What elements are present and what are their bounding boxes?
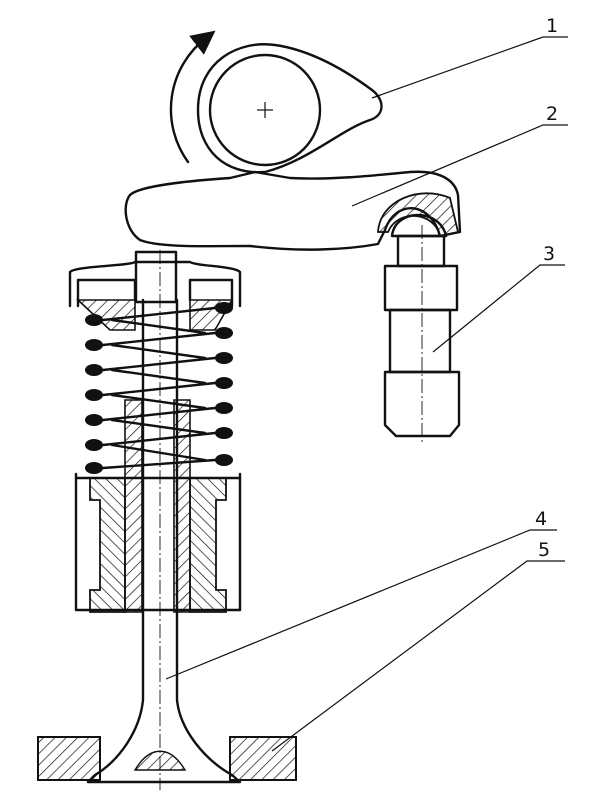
hydraulic-lifter-icon bbox=[383, 213, 461, 442]
callout-4: 4 bbox=[535, 508, 547, 530]
valve-icon bbox=[86, 250, 242, 790]
rotation-arrow-icon bbox=[169, 30, 216, 164]
callout-3: 3 bbox=[543, 243, 555, 265]
rocker-arm-icon bbox=[124, 170, 462, 251]
valve-spring-icon bbox=[85, 302, 233, 474]
leader-lines bbox=[165, 36, 568, 752]
valve-seat-icon bbox=[37, 736, 297, 781]
callout-2: 2 bbox=[546, 103, 558, 125]
callout-1: 1 bbox=[546, 15, 558, 37]
cam-icon bbox=[196, 43, 383, 174]
callout-5: 5 bbox=[538, 539, 550, 561]
